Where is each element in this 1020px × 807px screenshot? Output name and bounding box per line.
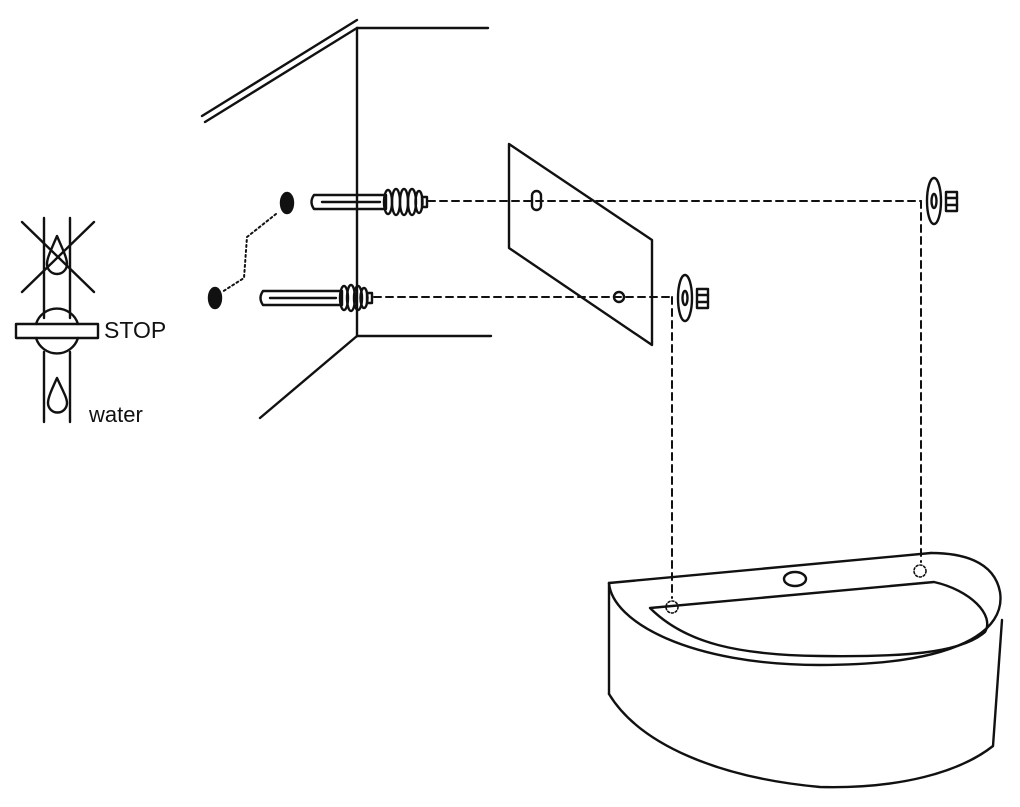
basin-mounting-hole [913, 564, 927, 578]
water-label: water [88, 402, 143, 427]
water-pipe [42, 216, 72, 424]
mounting-plate [507, 142, 654, 347]
washer-icon [676, 273, 694, 323]
nut-icon [695, 287, 710, 310]
hole-spacing-line [221, 213, 277, 293]
wall-corner [200, 18, 493, 420]
valve-icon [14, 307, 100, 355]
water-drop-icon [46, 376, 69, 414]
drill-hole-icon [207, 191, 295, 310]
washer-icon [925, 176, 943, 226]
anchor-bolt-icon [259, 283, 374, 313]
anchor-bolt-icon [310, 187, 429, 217]
stop-label: STOP [104, 317, 166, 343]
alignment-lines [373, 200, 922, 599]
wall-hung-basin [607, 551, 1004, 789]
water-stop-symbol [14, 216, 100, 424]
basin-mounting-hole [665, 600, 679, 614]
crossed-water-drop-icon [20, 220, 96, 294]
nut-icon [944, 190, 959, 213]
